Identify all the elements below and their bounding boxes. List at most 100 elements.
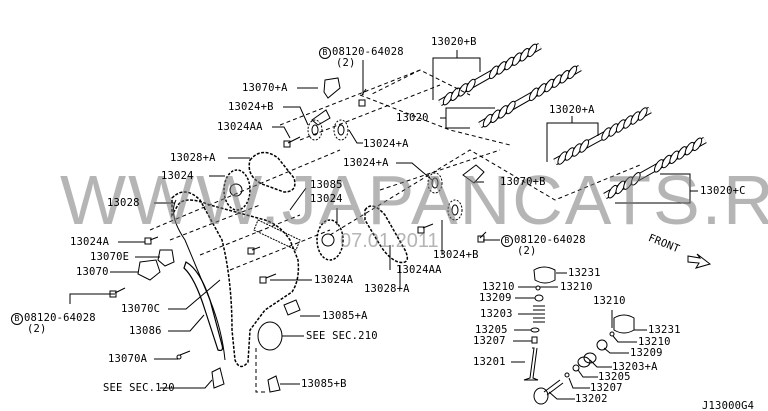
label-13070a: 13070A <box>108 353 148 365</box>
label-bolt-left-qty: (2) <box>27 323 47 335</box>
axis-line <box>329 94 641 236</box>
label-v1-13210-left: 13210 <box>482 281 515 293</box>
label-v1-13203: 13203 <box>480 308 513 320</box>
leader-13020-a <box>546 116 599 162</box>
cam-lobe <box>608 123 619 137</box>
cam-lobe <box>527 43 538 58</box>
cam-lobe <box>512 52 522 66</box>
label-13070e: 13070E <box>90 251 130 263</box>
label-13024-b-right: 13024+B <box>433 249 479 261</box>
cam-lobe <box>536 83 547 97</box>
label-v1-13205: 13205 <box>475 324 508 336</box>
label-13020-b: 13020+B <box>431 36 477 48</box>
cam-lobe <box>442 91 453 106</box>
label-v1-13209: 13209 <box>479 292 512 304</box>
label-v2-13203-a: 13203+A <box>612 361 658 373</box>
label-v1-13231: 13231 <box>568 267 601 279</box>
label-v2-13202: 13202 <box>575 393 608 405</box>
guide-13086 <box>183 261 224 352</box>
cam-lobe <box>615 119 626 133</box>
cam-lobe <box>528 87 539 102</box>
front-arrow-icon <box>687 253 712 269</box>
label-13085: 13085 <box>310 179 343 191</box>
tensioner-13070-a <box>311 77 341 126</box>
label-v2-13210: 13210 <box>638 336 671 348</box>
valve-assembly-exhaust <box>533 314 635 405</box>
cam-lobe <box>458 83 468 97</box>
cam-lobe <box>637 107 648 121</box>
label-see-sec-120[interactable]: SEE SEC.120 <box>103 382 175 394</box>
label-13028: 13028 <box>107 197 140 209</box>
cam-lobe <box>615 180 626 195</box>
cam-lobe <box>450 87 461 101</box>
label-v2-13205: 13205 <box>598 371 631 383</box>
label-13024aa-top: 13024AA <box>217 121 263 133</box>
sprocket-13024-b-right <box>447 199 463 221</box>
chain-13028-a-top <box>248 151 296 193</box>
cam-lobe <box>677 146 687 160</box>
label-13020-a: 13020+A <box>549 104 595 116</box>
cam-lobe <box>505 100 516 115</box>
cam-lobe <box>465 78 476 93</box>
label-13024-left: 13024 <box>161 170 194 182</box>
valve-assembly-intake <box>523 266 556 381</box>
bolt-b-symbol: B <box>319 47 331 59</box>
cam-lobe <box>564 147 575 161</box>
cam-lobe <box>669 150 680 164</box>
chain-13028-a-bottom <box>364 205 409 264</box>
part-sec-120 <box>211 367 225 389</box>
label-13028-a-bottom: 13028+A <box>364 283 410 295</box>
part-13085-b <box>267 375 281 393</box>
sprocket-13024-center <box>316 219 344 261</box>
pulley-sec-210 <box>257 321 283 351</box>
part-13085 <box>253 219 301 251</box>
bolt-b-symbol: B <box>11 313 23 325</box>
cam-lobe <box>519 48 530 62</box>
cam-lobe <box>630 172 641 186</box>
cam-lobe <box>623 115 633 129</box>
label-v1-13201: 13201 <box>473 356 506 368</box>
label-13024-center: 13024 <box>310 193 343 205</box>
label-text: 08120-64028 <box>24 312 96 324</box>
sprocket-13024-b-top <box>307 119 323 141</box>
label-13070-a: 13070+A <box>242 82 288 94</box>
label-v2-13231: 13231 <box>648 324 681 336</box>
chain-13028 <box>171 191 300 368</box>
cam-lobe <box>482 113 493 128</box>
label-see-sec-210[interactable]: SEE SEC.210 <box>306 330 378 342</box>
label-13024-b-top: 13024+B <box>228 101 274 113</box>
sprocket-13024-a-right <box>427 172 443 194</box>
label-13020: 13020 <box>396 112 429 124</box>
sprocket-13024-left <box>223 169 251 211</box>
label-text: 08120-64028 <box>514 234 586 246</box>
label-13024a-center: 13024A <box>314 274 354 286</box>
label-13024aa-right: 13024AA <box>396 264 442 276</box>
tensioner-13070 <box>137 259 161 281</box>
label-v2-13209: 13209 <box>630 347 663 359</box>
watermark: WWW.JAPANCATS.RU <box>60 161 768 239</box>
label-13028-a-top: 13028+A <box>170 152 216 164</box>
part-13085-a <box>283 299 301 316</box>
diagram-code: J13000G4 <box>702 400 755 411</box>
axis-line <box>279 69 471 141</box>
tensioner-13070-b <box>462 164 485 184</box>
cam-lobe <box>653 159 664 173</box>
label-13070: 13070 <box>76 266 109 278</box>
label-bolt-right-qty: (2) <box>517 245 537 257</box>
cam-lobe <box>579 139 590 153</box>
watermark-date: 07.01.2011 <box>340 230 439 252</box>
label-v2-13207: 13207 <box>590 382 623 394</box>
cam-lobe <box>559 70 570 84</box>
cam-lobe <box>684 141 695 156</box>
cam-lobe <box>557 151 568 165</box>
cam-lobe <box>544 78 555 93</box>
cam-lobe <box>498 105 508 119</box>
label-bolt-top-qty: (2) <box>336 57 356 69</box>
cam-lobe <box>496 61 507 75</box>
cam-lobe <box>572 143 582 157</box>
cam-lobe <box>630 111 641 125</box>
